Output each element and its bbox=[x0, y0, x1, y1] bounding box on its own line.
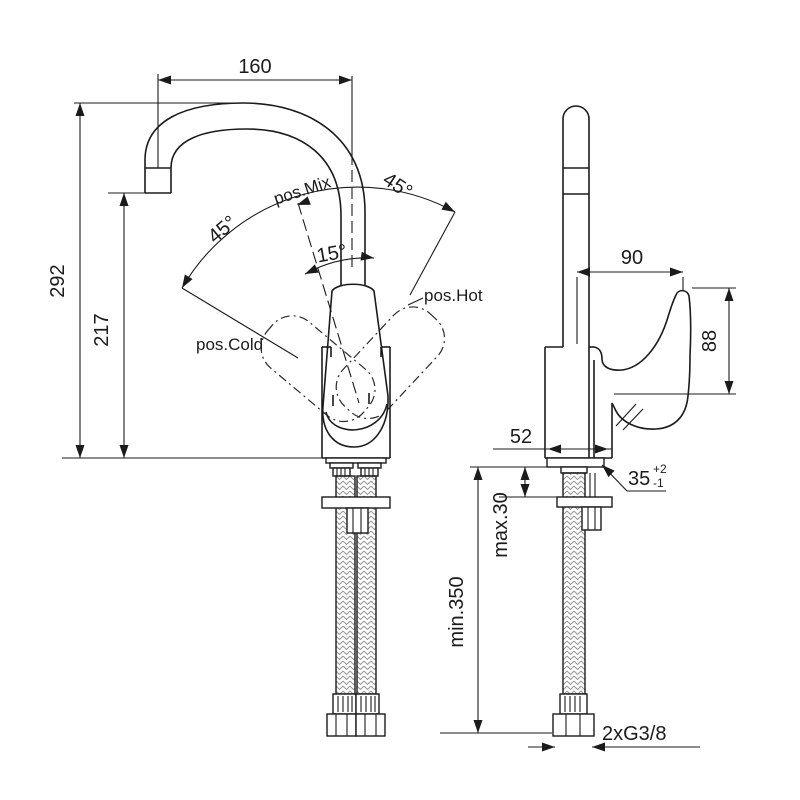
side-lever bbox=[593, 289, 692, 430]
dim-lever-reach-label: 90 bbox=[621, 247, 643, 269]
side-spout-tube bbox=[562, 105, 590, 347]
dim-spout-reach-label: 160 bbox=[238, 56, 271, 78]
side-hose-collar bbox=[559, 693, 588, 715]
dim-hose-length-label: min.350 bbox=[446, 576, 468, 647]
swivel-angle-right-label: 45° bbox=[379, 168, 416, 203]
dim-base-depth-label: 52 bbox=[510, 426, 532, 448]
pos-hot-leader bbox=[407, 297, 424, 306]
base-plate bbox=[325, 457, 387, 464]
dim-hole-tol-lower: -1 bbox=[653, 476, 664, 490]
handle-mix-centerline bbox=[297, 202, 360, 404]
side-base-and-hose bbox=[470, 457, 613, 737]
dim-thread-spec-label: 2xG3/8 bbox=[602, 723, 666, 745]
hose-left-nut bbox=[326, 713, 357, 737]
mounting-plate bbox=[321, 496, 391, 509]
handle-ghost-cold bbox=[260, 315, 376, 423]
side-view: 90 88 52 35 +2 -1 bbox=[440, 105, 736, 752]
spout-inner-curve bbox=[170, 128, 342, 285]
dim-lever-height: 88 bbox=[614, 287, 736, 395]
swivel-fan-arc bbox=[181, 186, 456, 289]
dim-hole-tol-upper: +2 bbox=[653, 462, 667, 476]
side-mounting-plate bbox=[556, 496, 613, 508]
dim-deck-thickness-label: max.30 bbox=[490, 492, 512, 558]
swivel-radial-left bbox=[181, 287, 299, 359]
dim-base-depth: 52 bbox=[493, 426, 612, 454]
hose-right-nut bbox=[355, 713, 386, 737]
dim-overall-height-label: 292 bbox=[47, 264, 69, 297]
swivel-radial-right bbox=[409, 211, 456, 296]
dim-hole-diameter: 35 +2 -1 bbox=[601, 462, 667, 492]
side-escutcheon bbox=[546, 457, 605, 468]
handle-outline bbox=[322, 283, 389, 448]
mounting-nut bbox=[346, 507, 369, 534]
pos-hot-label: pos.Hot bbox=[424, 286, 483, 305]
pos-cold-label: pos.Cold bbox=[196, 335, 263, 354]
dim-spout-reach: 160 bbox=[157, 56, 352, 168]
dim-lever-height-label: 88 bbox=[699, 330, 721, 352]
front-handle bbox=[297, 202, 389, 448]
side-hose-nut bbox=[552, 713, 595, 737]
dim-overall-height: 292 bbox=[47, 102, 322, 459]
front-base-and-hoses bbox=[321, 457, 391, 737]
dim-outlet-height-label: 217 bbox=[91, 313, 113, 346]
swivel-angle-left-label: 45° bbox=[204, 212, 241, 248]
side-mounting-nut bbox=[581, 506, 602, 531]
dim-lever-reach: 90 bbox=[576, 247, 684, 344]
dim-outlet-height: 217 bbox=[91, 192, 146, 458]
front-view: 45° 45° 15° pos.Mix pos.Hot pos.Cold 160… bbox=[47, 56, 483, 737]
dim-thread-spec: 2xG3/8 bbox=[528, 723, 700, 752]
handle-inner-curve bbox=[325, 403, 388, 431]
dim-hose-length: min.350 bbox=[440, 467, 552, 734]
ghost-handle-positions bbox=[181, 211, 456, 423]
handle-ghost-hot bbox=[335, 306, 446, 420]
side-body bbox=[544, 289, 692, 459]
side-spout-column bbox=[562, 105, 590, 347]
dim-hole-diameter-label: 35 bbox=[628, 468, 650, 490]
dim-deck-thickness: max.30 bbox=[490, 467, 558, 558]
lever-open-angle-label: 15° bbox=[315, 241, 349, 268]
